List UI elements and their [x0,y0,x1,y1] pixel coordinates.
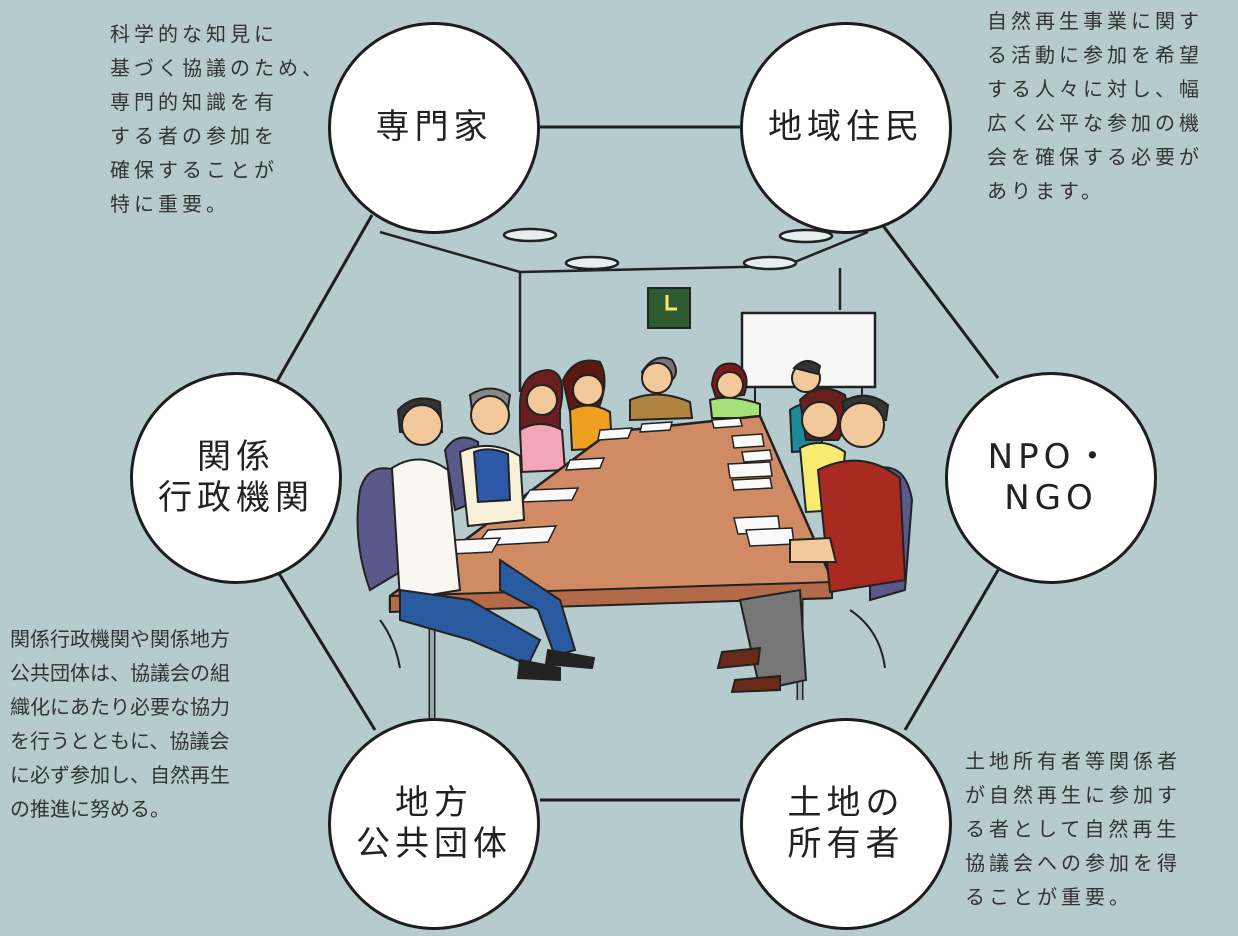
node-residents-label: 地域住民 [768,107,924,148]
connector-lines [273,125,1000,802]
node-npo-ngo: NPO・ NGO [945,372,1157,584]
meeting-room-illustration [356,227,914,718]
node-landowners: 土地の 所有者 [740,718,952,930]
connector-bottom-left [273,566,377,731]
description-landowners: 土地所有者等関係者 が自然再生に参加す る者として自然再生 協議会への参加を得 … [965,749,1181,909]
connector-top-right [873,214,1000,379]
people-front-right [716,387,907,694]
connector-bottom-right [903,569,1000,731]
node-local-government-label: 地方 公共団体 [356,782,512,864]
description-expert: 科学的な知見に 基づく協議のため、 専門的知識を有 する者の参加を 確保すること… [110,22,326,216]
node-landowners-label: 土地の 所有者 [787,782,905,864]
connector-top-left [273,214,374,386]
wall-clock-icon [647,287,691,329]
people-front-left [390,387,596,682]
room-walls [379,227,869,392]
node-expert: 専門家 [328,22,540,234]
papers-on-table [448,417,795,555]
node-residents: 地域住民 [740,22,952,234]
node-npo-ngo-label: NPO・ NGO [987,436,1115,518]
node-agencies: 関係 行政機関 [130,372,342,584]
description-agencies: 関係行政機関や関係地方 公共団体は、協議会の組 織化にあたり必要な協力 を行うと… [10,627,230,821]
people-back-row [518,356,823,474]
node-agencies-label: 関係 行政機関 [158,436,314,518]
description-residents: 自然再生事業に関す る活動に参加を希望 する人々に対し、幅 広く公平な参加の機 … [987,9,1203,203]
node-expert-label: 専門家 [375,107,493,148]
node-local-government: 地方 公共団体 [328,718,540,930]
